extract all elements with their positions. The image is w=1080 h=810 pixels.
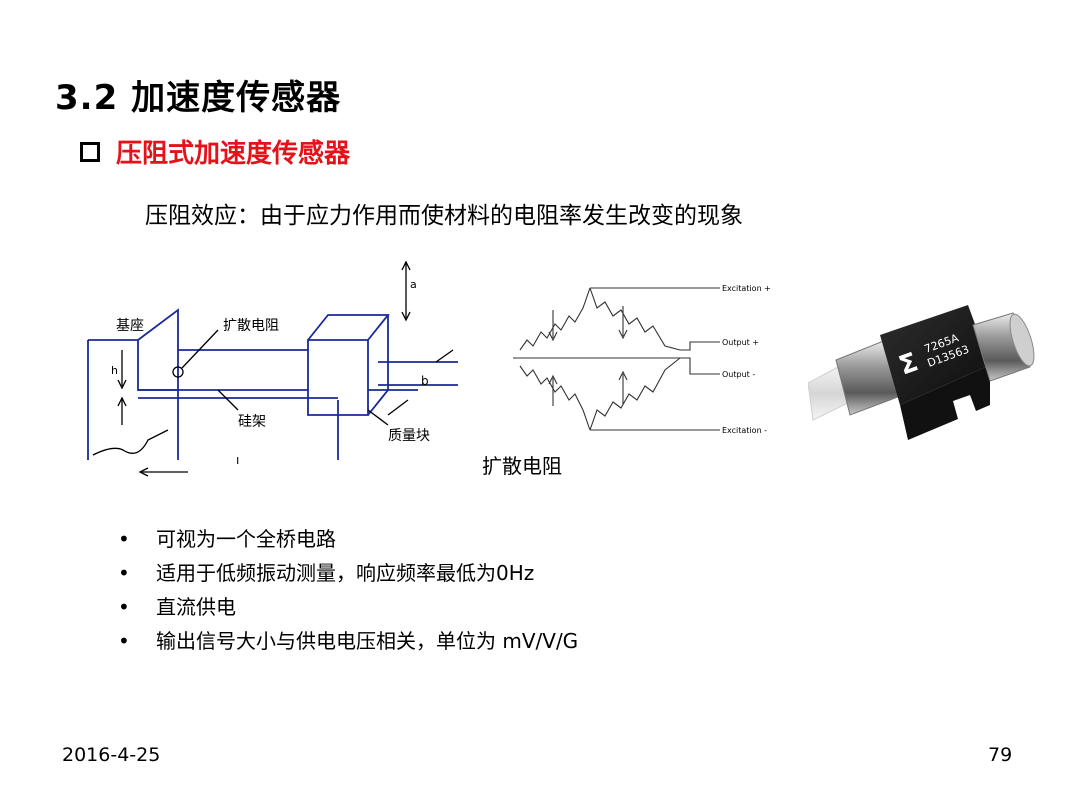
b-label: b bbox=[421, 374, 429, 388]
accelerometer-structure-diagram: 基座 扩散电阻 硅架 质量块 h a b ı bbox=[87, 260, 458, 477]
output-minus-label: Output - bbox=[722, 370, 755, 379]
footer-date: 2016-4-25 bbox=[62, 744, 161, 766]
a-label: a bbox=[410, 278, 417, 291]
bullet-dot: • bbox=[118, 561, 130, 585]
beam-label: 硅架 bbox=[238, 414, 266, 430]
bullet-text: 输出信号大小与供电电压相关，单位为 mV/V/G bbox=[156, 629, 579, 653]
mass-label: 质量块 bbox=[388, 428, 430, 444]
list-item: • 输出信号大小与供电电压相关，单位为 mV/V/G bbox=[118, 624, 578, 658]
bridge-caption: 扩散电阻 bbox=[482, 454, 562, 478]
bullet-dot: • bbox=[118, 595, 130, 619]
small-mark: ı bbox=[236, 453, 239, 467]
base-label: 基座 bbox=[116, 317, 144, 334]
page-number: 79 bbox=[988, 744, 1013, 766]
bullet-dot: • bbox=[118, 629, 130, 653]
excitation-minus-label: Excitation - bbox=[722, 426, 767, 435]
slide-subtitle: 压阻式加速度传感器 bbox=[80, 133, 350, 170]
slide-title: 3.2 加速度传感器 bbox=[55, 78, 342, 118]
bullet-text: 适用于低频振动测量，响应频率最低为0Hz bbox=[156, 561, 535, 585]
bullet-dot: • bbox=[118, 527, 130, 551]
definition-text: 压阻效应：由于应力作用而使材料的电阻率发生改变的现象 bbox=[145, 203, 743, 229]
bullet-list: • 可视为一个全桥电路 • 适用于低频振动测量，响应频率最低为0Hz • 直流供电 •… bbox=[118, 522, 578, 658]
list-item: • 可视为一个全桥电路 bbox=[118, 522, 578, 556]
bullet-text: 可视为一个全桥电路 bbox=[156, 527, 336, 551]
sensor-photo: Σ 7265A D13563 bbox=[808, 305, 1035, 440]
bullet-text: 直流供电 bbox=[156, 595, 236, 619]
excitation-plus-label: Excitation + bbox=[722, 284, 771, 293]
output-plus-label: Output + bbox=[722, 338, 759, 347]
square-bullet-icon bbox=[80, 141, 100, 162]
resistor-label: 扩散电阻 bbox=[223, 318, 279, 334]
bridge-circuit-diagram: Excitation + Output + Output - Excitatio… bbox=[513, 284, 771, 435]
list-item: • 直流供电 bbox=[118, 590, 578, 624]
list-item: • 适用于低频振动测量，响应频率最低为0Hz bbox=[118, 556, 578, 590]
subtitle-text: 压阻式加速度传感器 bbox=[116, 139, 351, 169]
h-label: h bbox=[111, 364, 118, 377]
